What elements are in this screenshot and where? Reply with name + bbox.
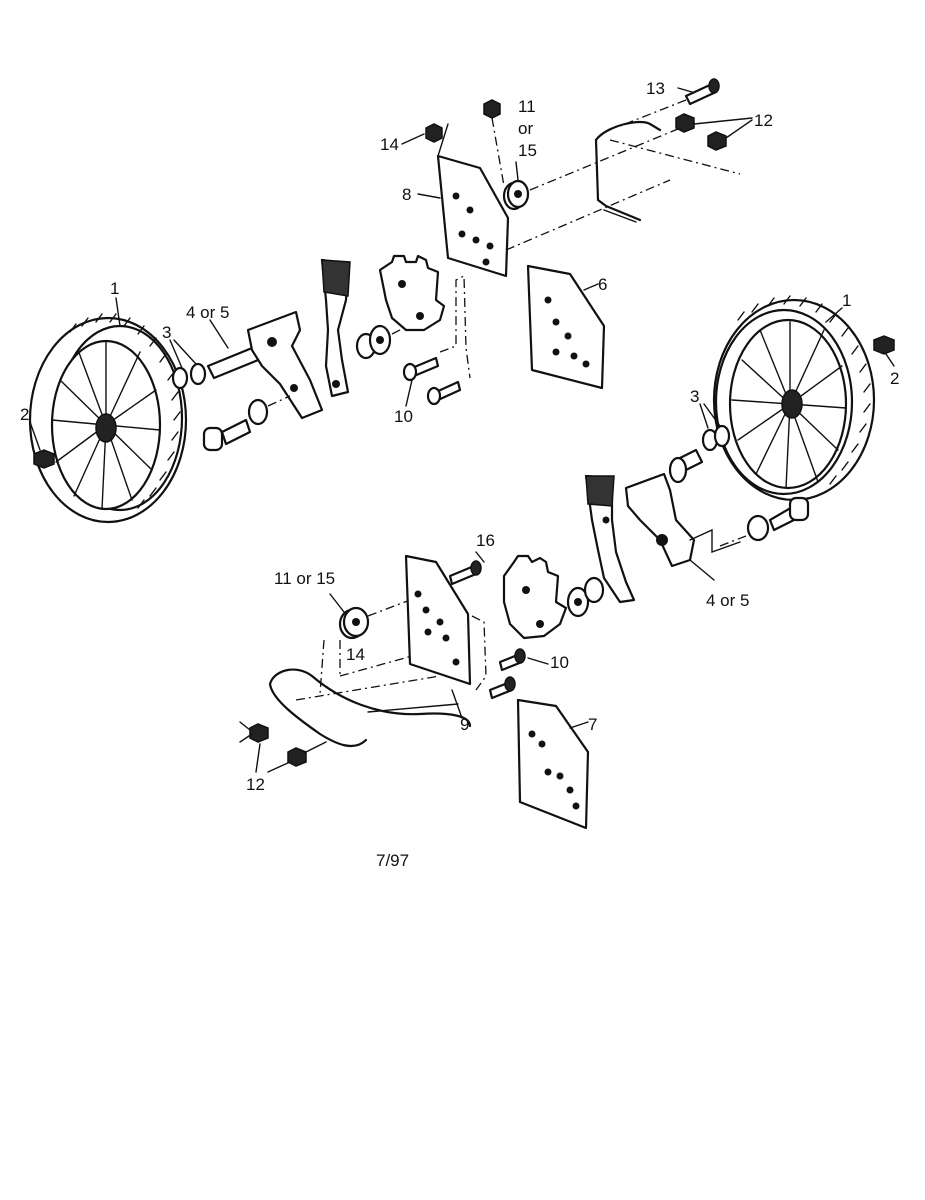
left-bolt-part (202, 395, 291, 452)
label-7: 7 (588, 715, 597, 734)
right-bracket-part (624, 448, 741, 581)
right-spacers-part (566, 576, 605, 618)
label-8: 8 (402, 185, 411, 204)
label-10-top: 10 (394, 407, 413, 426)
label-4or5-right: 4 or 5 (706, 591, 749, 610)
label-12-bottom: 12 (246, 775, 265, 794)
label-2-left: 2 (20, 405, 29, 424)
bottom-deck-outline (268, 639, 472, 748)
left-lever-part (320, 258, 351, 398)
top-spacers-part (355, 319, 421, 360)
plate-7-part (516, 698, 590, 830)
right-lever-part (584, 474, 636, 604)
bottom-roller-part (329, 593, 411, 640)
label-3-left: 3 (162, 323, 171, 342)
bolt-13-part (619, 78, 720, 127)
label-1-right: 1 (842, 291, 851, 310)
label-12-top: 12 (754, 111, 773, 130)
label-10-bottom: 10 (550, 653, 569, 672)
label-11-top: 11 (518, 97, 536, 116)
plate-6-part (526, 264, 606, 390)
right-wheel-part (712, 295, 876, 502)
top-plate-8-part (436, 123, 510, 278)
left-washers-part (169, 339, 207, 390)
label-14-bottom: 14 (346, 645, 365, 664)
top-adjuster-plate-part (378, 254, 446, 332)
right-bolt-part (719, 496, 810, 547)
label-9: 9 (460, 715, 469, 734)
top-nut-14-part (401, 123, 443, 145)
bottom-adjuster-plate-part (502, 554, 568, 640)
label-11or15-bottom: 11 or 15 (274, 569, 335, 588)
label-14-top: 14 (380, 135, 399, 154)
date-code: 7/97 (376, 851, 409, 870)
label-or-top: or (518, 119, 533, 138)
label-2-right: 2 (890, 369, 899, 388)
label-15-top: 15 (518, 141, 537, 160)
left-wheel-part (28, 313, 188, 524)
label-6: 6 (598, 275, 607, 294)
label-3-right: 3 (690, 387, 699, 406)
right-washers-part (699, 403, 731, 452)
label-4or5-left: 4 or 5 (186, 303, 229, 322)
top-roller-part (502, 161, 530, 211)
label-16: 16 (476, 531, 495, 550)
top-deck-outline (505, 120, 741, 251)
bottom-nuts-12-part (239, 721, 327, 773)
top-nut-small-part (483, 99, 505, 187)
label-1-left: 1 (110, 279, 119, 298)
top-nuts-12-part (675, 113, 753, 151)
screw-16-part (448, 551, 485, 586)
right-nut-part (873, 335, 895, 367)
left-nut-part (29, 421, 55, 469)
top-screws-part (402, 274, 471, 406)
label-13: 13 (646, 79, 665, 98)
bottom-screws-part (471, 615, 549, 700)
left-height-bracket-part (246, 310, 324, 420)
